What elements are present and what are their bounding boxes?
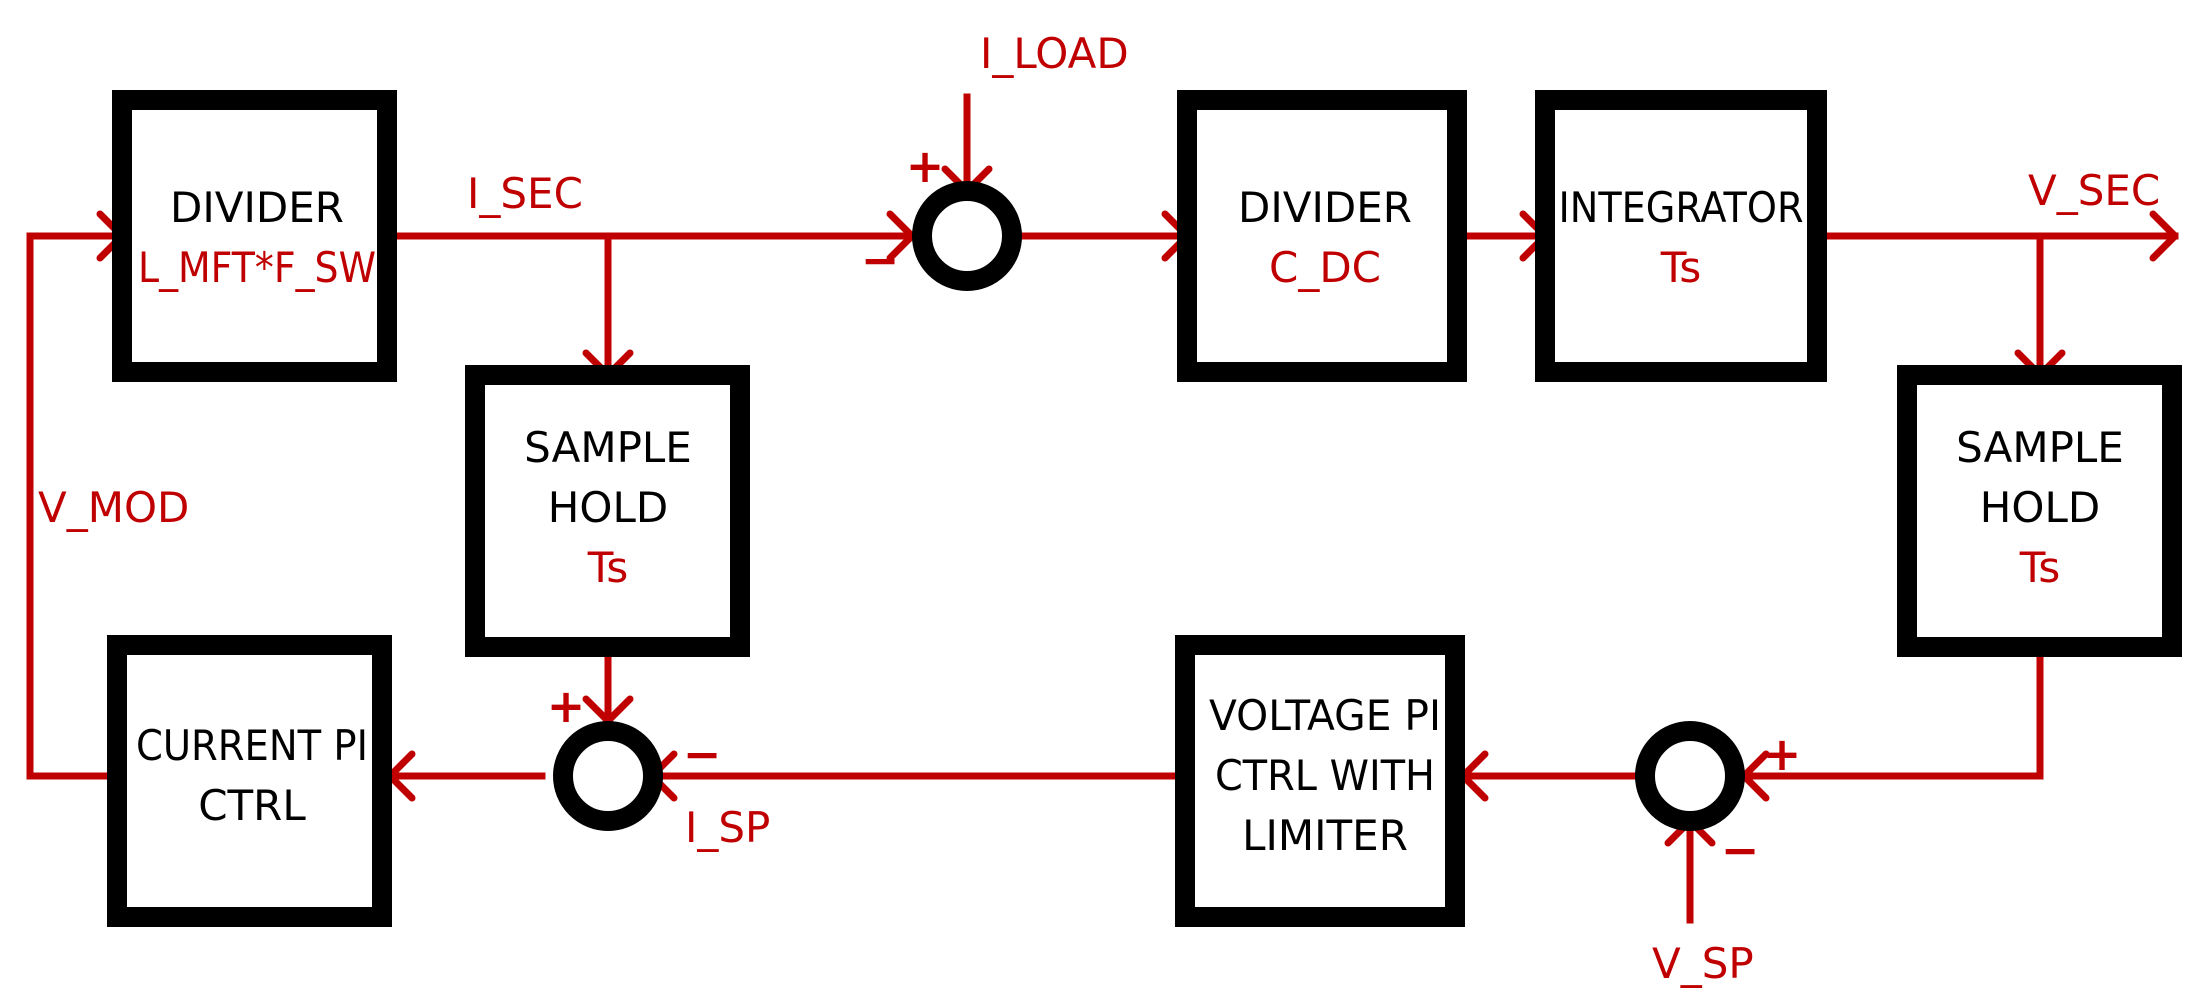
wire-sample-v-to-sum3 (1740, 654, 2044, 780)
voltage-pi-block: VOLTAGE PI CTRL WITH LIMITER (1175, 635, 1465, 927)
integrator-block: INTEGRATOR Ts (1535, 90, 1827, 382)
divider-lf-param: L_MFT*F_SW (138, 243, 376, 292)
integrator-title: INTEGRATOR (1559, 183, 1804, 232)
voltage-pi-line2: CTRL WITH (1215, 751, 1435, 800)
sign-load-minus: − (861, 233, 900, 287)
sample-hold-i-line1: SAMPLE (524, 423, 692, 472)
summing-junction-load (912, 181, 1022, 291)
sample-hold-v-block: SAMPLE HOLD Ts (1897, 365, 2182, 657)
current-pi-block: CURRENT PI CTRL (107, 635, 392, 927)
label-v-sec: V_SEC (2028, 166, 2160, 215)
sample-hold-v-line2: HOLD (1980, 483, 2100, 532)
divider-lf-block: DIVIDER L_MFT*F_SW (112, 90, 397, 382)
summing-junction-voltage (1635, 721, 1745, 831)
integrator-param: Ts (1660, 243, 1702, 292)
label-i-load: I_LOAD (980, 29, 1129, 78)
divider-lf-title: DIVIDER (170, 183, 344, 232)
label-v-mod: V_MOD (38, 483, 189, 532)
sample-hold-v-line1: SAMPLE (1956, 423, 2124, 472)
label-i-sec: I_SEC (467, 169, 583, 218)
sample-hold-i-line2: HOLD (548, 483, 668, 532)
sample-hold-i-param: Ts (587, 543, 629, 592)
arrowhead-v-sec-out (2149, 210, 2179, 262)
divider-c-param: C_DC (1269, 243, 1381, 292)
sample-hold-i-block: SAMPLE HOLD Ts (465, 365, 750, 657)
summing-junction-current (553, 721, 663, 831)
sign-voltage-plus: + (1763, 727, 1802, 781)
label-v-sp: V_SP (1652, 939, 1754, 988)
divider-c-block: DIVIDER C_DC (1177, 90, 1467, 382)
current-pi-line2: CTRL (198, 781, 306, 830)
sign-current-minus: − (683, 727, 722, 781)
sign-load-plus: + (906, 139, 945, 193)
current-pi-line1: CURRENT PI (136, 721, 368, 770)
wire-v-mod (26, 232, 126, 780)
sign-voltage-minus: − (1721, 823, 1760, 877)
voltage-pi-line1: VOLTAGE PI (1209, 691, 1441, 740)
voltage-pi-line3: LIMITER (1242, 811, 1408, 860)
divider-c-title: DIVIDER (1238, 183, 1412, 232)
label-i-sp: I_SP (685, 803, 770, 852)
sample-hold-v-param: Ts (2019, 543, 2061, 592)
sign-current-plus: + (547, 679, 586, 733)
